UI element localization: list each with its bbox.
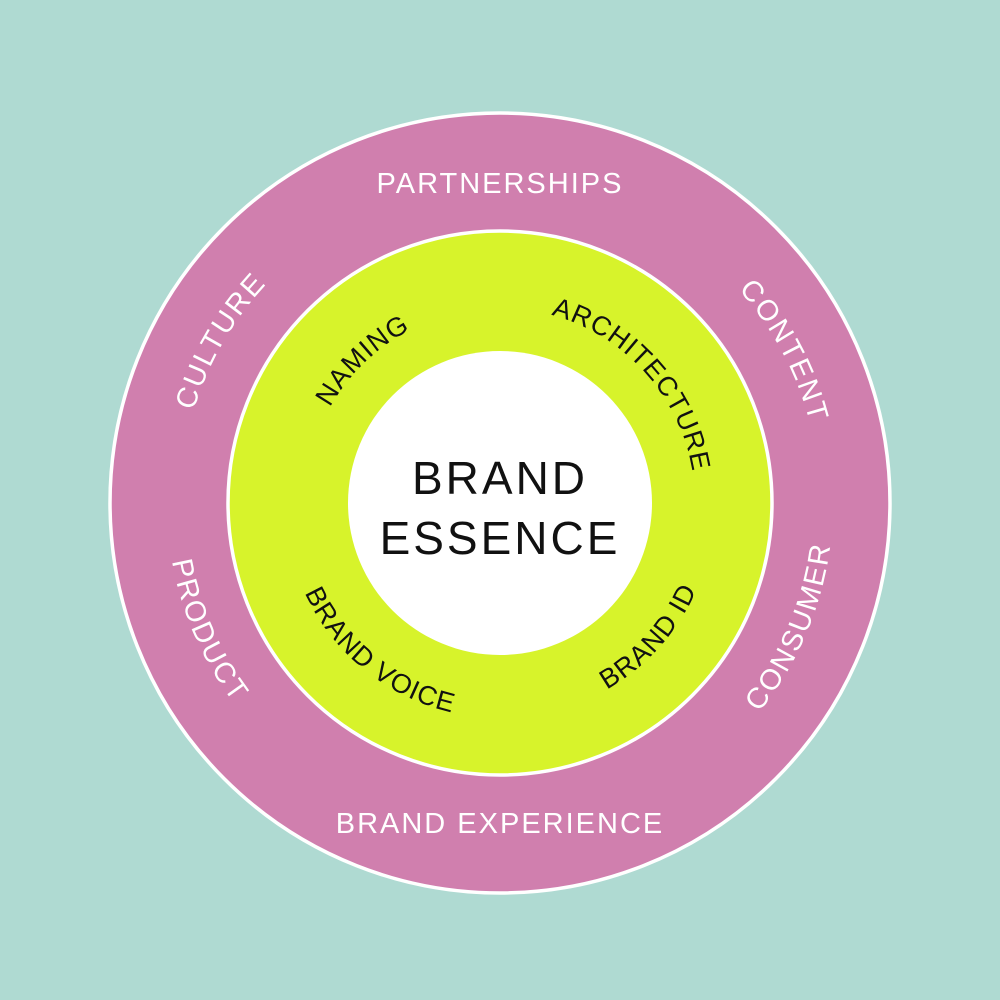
label-partnerships: PARTNERSHIPS: [377, 168, 624, 200]
center-circle: [348, 351, 652, 655]
center-label-line1: BRAND: [412, 452, 588, 504]
center-label-line2: ESSENCE: [380, 512, 621, 564]
label-brand-experience: BRAND EXPERIENCE: [336, 808, 665, 840]
